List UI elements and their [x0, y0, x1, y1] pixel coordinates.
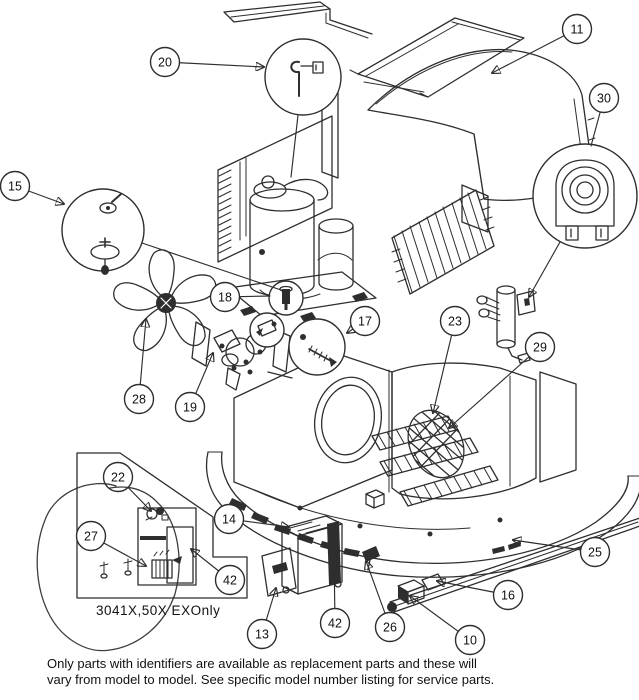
- callout-circle-18: [209, 281, 241, 313]
- callout-circle-10: [454, 624, 486, 656]
- callout-10: 10: [410, 596, 486, 656]
- callout-number-17: 17: [358, 315, 372, 329]
- callout-circle-26: [374, 611, 406, 643]
- callout-26: 26: [366, 561, 406, 643]
- condenser-shroud: [321, 48, 597, 233]
- callout-number-13: 13: [255, 628, 269, 642]
- control-box: [261, 515, 343, 597]
- callouts-layer: 20 11 30 15 18 17 23 29 28 19 22 27 14 42 13 42 26 10 16 25: [0, 13, 620, 656]
- callout-number-15: 15: [8, 180, 22, 194]
- callout-27: 27: [75, 520, 147, 567]
- rear-condenser-panel: [217, 115, 333, 263]
- callout-number-29: 29: [533, 341, 547, 355]
- callout-circle-11: [561, 13, 593, 45]
- callout-circle-42: [319, 607, 351, 639]
- callout-circle-17: [349, 305, 381, 337]
- callout-number-19: 19: [183, 401, 197, 415]
- callout-13: 13: [246, 588, 278, 650]
- inset-option-box: 3041X,50X EXOnly: [76, 452, 248, 618]
- detail-circle-15: [61, 188, 145, 275]
- callout-number-10: 10: [463, 634, 477, 648]
- fan-blade: [113, 249, 217, 352]
- callout-number-23: 23: [448, 315, 462, 329]
- callout-23: 23: [433, 305, 471, 414]
- callout-number-42: 42: [223, 574, 237, 588]
- callout-20: 20: [149, 46, 265, 78]
- callout-circle-14: [213, 503, 245, 535]
- callout-number-14: 14: [222, 513, 236, 527]
- callout-circle-30: [588, 82, 620, 114]
- callout-14: 14: [213, 503, 290, 535]
- caption-line-1: Only parts with identifiers are availabl…: [47, 656, 477, 671]
- evaporator-coil: [391, 189, 495, 295]
- valve-cylinder: [476, 285, 536, 364]
- callout-number-16: 16: [501, 589, 515, 603]
- callout-number-27: 27: [84, 530, 98, 544]
- callout-42: 42: [319, 551, 351, 639]
- detail-connector-lines: [141, 114, 561, 297]
- callout-number-28: 28: [132, 393, 146, 407]
- callout-circle-20: [149, 46, 181, 78]
- detail-circle-17: [288, 318, 346, 376]
- detail-circle-bracket: [249, 312, 285, 348]
- callout-circle-19: [174, 391, 206, 423]
- callout-number-42: 42: [328, 617, 342, 631]
- callout-circle-16: [492, 579, 524, 611]
- callout-number-25: 25: [588, 546, 602, 560]
- connector-line: [141, 242, 288, 293]
- callout-15: 15: [0, 170, 65, 205]
- callout-circle-42: [214, 564, 246, 596]
- callout-number-30: 30: [597, 92, 611, 106]
- detail-circle-18: [268, 280, 304, 316]
- top-brace-bar: [223, 1, 373, 39]
- base-pan-assembly: [205, 351, 639, 613]
- callout-11: 11: [492, 13, 593, 74]
- callout-18: 18: [209, 281, 271, 313]
- detail-circle-30: [532, 143, 638, 249]
- callout-16: 16: [437, 579, 524, 611]
- detail-circle-20: [264, 38, 342, 116]
- diagram-caption: Only parts with identifiers are availabl…: [47, 656, 622, 688]
- callout-19: 19: [174, 353, 214, 423]
- callout-17: 17: [347, 305, 381, 337]
- callout-number-26: 26: [383, 621, 397, 635]
- callout-circle-23: [439, 305, 471, 337]
- callout-25: 25: [513, 536, 611, 568]
- callout-circle-13: [246, 618, 278, 650]
- callout-28: 28: [123, 319, 155, 415]
- callout-number-20: 20: [158, 56, 172, 70]
- callout-circle-15: [0, 170, 31, 202]
- callout-29: 29: [449, 331, 556, 429]
- red-annotation-circle: [36, 482, 180, 652]
- callout-number-11: 11: [571, 23, 584, 37]
- callout-circle-28: [123, 383, 155, 415]
- callout-circle-27: [75, 520, 107, 552]
- callout-30: 30: [588, 82, 620, 147]
- callout-circle-29: [524, 331, 556, 363]
- top-cover-panel: [349, 17, 525, 98]
- caption-line-2: vary from model to model. See specific m…: [47, 672, 495, 687]
- callout-42: 42: [191, 549, 246, 596]
- callout-circle-25: [579, 536, 611, 568]
- connector-line: [529, 241, 561, 297]
- compressor-assembly: [227, 175, 377, 322]
- inset-label: 3041X,50X EXOnly: [96, 603, 220, 618]
- callout-number-18: 18: [218, 291, 232, 305]
- connector-line: [290, 114, 299, 178]
- callout-number-22: 22: [111, 471, 125, 485]
